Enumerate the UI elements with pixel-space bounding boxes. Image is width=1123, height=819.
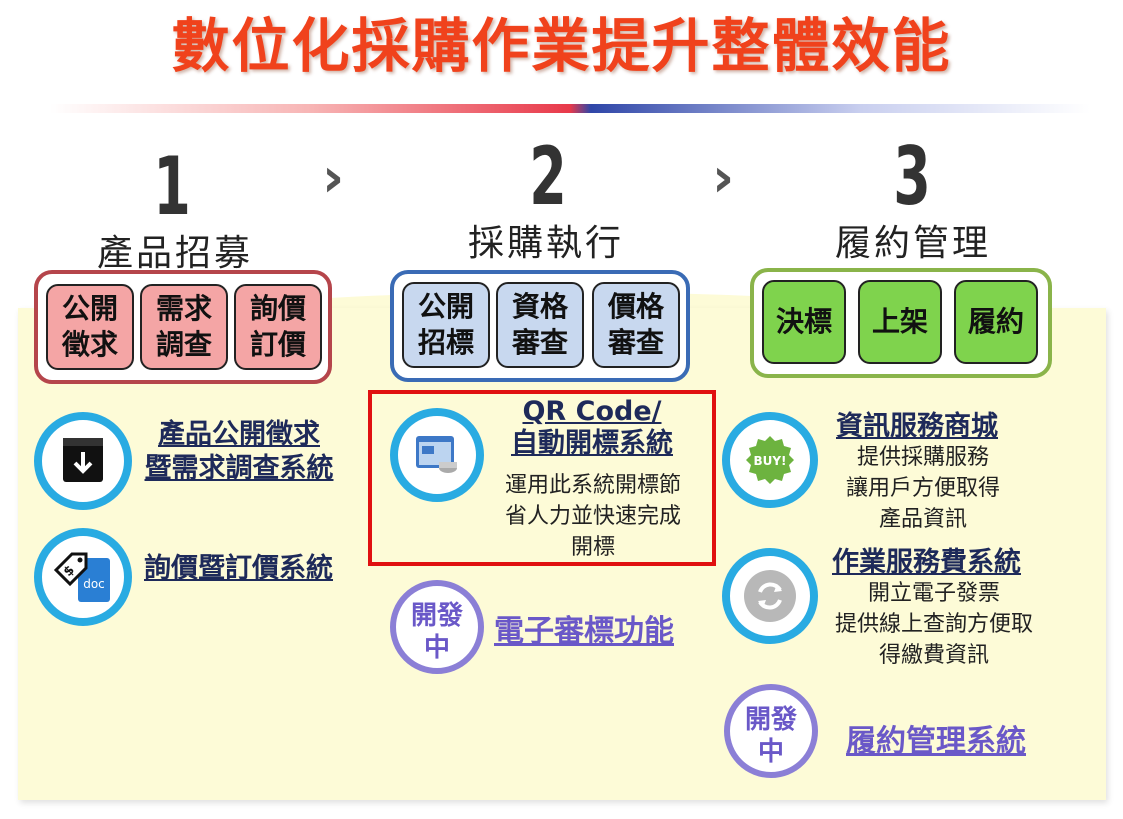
step-3-number: 3 — [893, 130, 931, 223]
step-1-item: 詢價 訂價 — [234, 284, 322, 370]
step-2-item: 公開 招標 — [402, 282, 490, 368]
qr-code-description: 運用此系統開標節 省人力並快速完成 開標 — [504, 473, 681, 560]
refresh-icon-circle — [722, 548, 818, 644]
step-1-item: 需求 調查 — [140, 284, 228, 370]
buy-icon-circle: BUY! — [722, 412, 818, 508]
info-service-mall-link[interactable]: 資訊服務商城 — [836, 411, 998, 442]
download-icon — [63, 438, 103, 482]
in-development-label: 開發 中 — [410, 601, 463, 663]
electronic-bid-review-link[interactable]: 電子審標功能 — [494, 614, 674, 649]
in-development-badge: 開發 中 — [390, 580, 484, 674]
step-3-item: 履約 — [954, 280, 1038, 364]
step-1-item: 公開 徵求 — [46, 284, 134, 370]
price-tag-icon-circle: doc $ — [34, 528, 132, 626]
buy-speech-bubble-icon: BUY! — [746, 436, 794, 484]
refresh-icon — [744, 570, 796, 622]
step-2-number: 2 — [529, 130, 567, 223]
download-icon-circle — [34, 412, 132, 510]
step-3-item: 決標 — [762, 280, 846, 364]
info-service-mall-description: 提供採購服務 讓用戶方便取得 產品資訊 — [845, 445, 1000, 532]
doc-label: doc — [83, 577, 105, 591]
opening-system-icon-circle — [390, 408, 484, 502]
step-2-name: 採購執行 — [467, 223, 624, 264]
qr-code-highlight-box — [368, 390, 716, 566]
in-development-label: 開發 中 — [744, 705, 797, 767]
window-computer-icon — [416, 436, 457, 473]
step-1-number: 1 — [153, 140, 191, 233]
chevron-right-icon: › — [712, 146, 735, 209]
in-development-badge: 開發 中 — [724, 684, 818, 778]
price-tag-doc-icon: doc $ — [53, 552, 110, 602]
inquiry-pricing-system-link[interactable]: 詢價暨訂價系統 — [144, 553, 333, 584]
page-title: 數位化採購作業提升整體效能 — [171, 12, 952, 80]
service-fee-system-link[interactable]: 作業服務費系統 — [832, 547, 1021, 578]
service-fee-description: 開立電子發票 提供線上查詢方便取 得繳費資訊 — [834, 581, 1033, 668]
contract-management-system-link[interactable]: 履約管理系統 — [846, 724, 1026, 759]
step-2-item: 價格 審查 — [592, 282, 680, 368]
step-1-name: 產品招募 — [96, 233, 253, 274]
product-solicitation-system-link[interactable]: 產品公開徵求 暨需求調查系統 — [144, 419, 334, 484]
step-3-item: 上架 — [858, 280, 942, 364]
qr-code-opening-system-link[interactable]: QR Code/ 自動開標系統 — [511, 396, 673, 459]
title-divider — [50, 104, 1090, 113]
chevron-right-icon: › — [322, 146, 345, 209]
step-2-item: 資格 審查 — [496, 282, 584, 368]
step-3-name: 履約管理 — [834, 223, 991, 264]
buy-label: BUY! — [753, 454, 786, 468]
